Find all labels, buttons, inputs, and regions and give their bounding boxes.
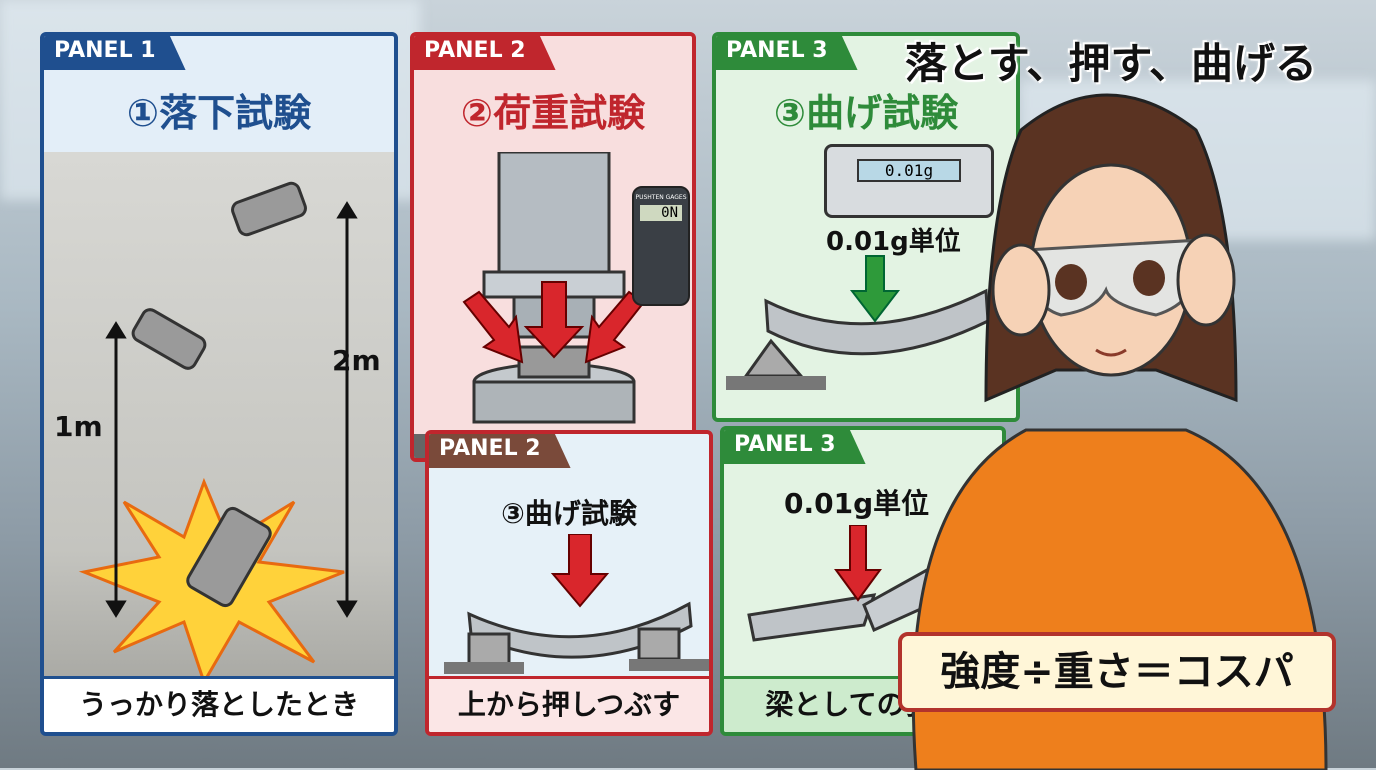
headline: 落とす、押す、曲げる (905, 39, 1318, 88)
drop-scene: 1m 2m (44, 152, 394, 682)
panel-title: ③曲げ試験 (773, 91, 959, 135)
panel-bend-test-a: PANEL 2 ③曲げ試験 上から押しつぶす (425, 430, 713, 736)
panel-drop-test: PANEL 1 ①落下試験 1m 2m うっかり落としたとき (40, 32, 398, 736)
girl-with-safety-goggles-illustration (911, 93, 1328, 770)
panel-load-test: PANEL 2 ②荷重試験 PUSHTEN GAGES 0N (410, 32, 696, 462)
panel-tab: PANEL 2 (414, 36, 556, 70)
scale-display: 0.01g (857, 159, 961, 182)
precision-label: 0.01g単位 (826, 227, 961, 257)
panel-tab: PANEL 2 (429, 434, 571, 468)
panel-tab: PANEL 3 (716, 36, 858, 70)
panel-title: ③曲げ試験 (501, 497, 637, 530)
drop-illustration (78, 181, 358, 682)
gauge-display: 0N (640, 205, 682, 221)
panel-tab: PANEL 3 (724, 430, 866, 464)
panel-tab: PANEL 1 (44, 36, 186, 70)
panel-caption: うっかり落としたとき (44, 676, 394, 732)
force-gauge: PUSHTEN GAGES 0N (632, 186, 690, 306)
gauge-brand: PUSHTEN GAGES (635, 194, 687, 201)
beam-illustration (444, 534, 709, 674)
panel-title: ②荷重試験 (460, 91, 646, 135)
height-label-1m: 1m (54, 410, 103, 443)
panel-bend-test: PANEL 3 ③曲げ試験 0.01g 0.01g単位 (712, 32, 1020, 422)
panel-title: ①落下試験 (126, 91, 312, 135)
panel-caption: 上から押しつぶす (429, 676, 709, 732)
scale: 0.01g (824, 144, 994, 218)
height-label-2m: 2m (332, 344, 381, 377)
precision-label: 0.01g単位 (784, 487, 930, 520)
formula-box: 強度÷重さ＝コスパ (898, 632, 1336, 712)
